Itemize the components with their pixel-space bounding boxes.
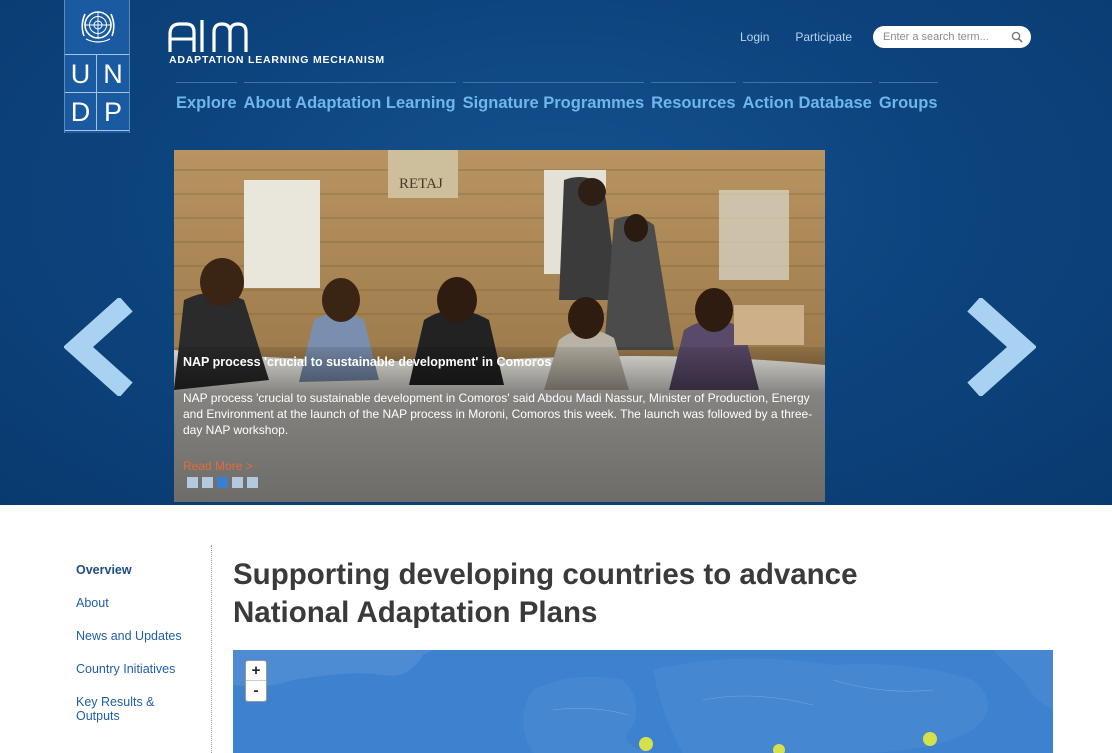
undp-letter-p: P xyxy=(97,93,129,131)
map-marker[interactable] xyxy=(923,732,937,746)
sidebar-item-news-and-updates[interactable]: News and Updates xyxy=(76,629,182,643)
sidebar-item-key-results-outputs[interactable]: Outputs xyxy=(76,709,120,723)
slide-dot-4[interactable] xyxy=(232,477,243,488)
alm-wordmark xyxy=(168,20,248,52)
undp-logo[interactable]: U N D P xyxy=(64,0,130,133)
search-input[interactable] xyxy=(883,29,1003,45)
nav-signature-programmes[interactable]: Signature Programmes xyxy=(462,82,645,113)
undp-letter-n: N xyxy=(97,55,129,93)
slider-next-arrow-icon[interactable] xyxy=(966,298,1036,396)
page-title-line-2: National Adaptation Plans xyxy=(233,596,598,629)
sidebar-divider xyxy=(211,545,212,753)
main-nav: Explore About Adaptation Learning Signat… xyxy=(176,82,938,113)
slide-dot-1[interactable] xyxy=(187,477,198,488)
sidebar-item-key-results[interactable]: Key Results & xyxy=(76,695,155,709)
map-zoom-in-button[interactable]: + xyxy=(246,661,266,681)
map-marker[interactable] xyxy=(773,744,785,753)
participate-link[interactable]: Participate xyxy=(795,30,853,44)
alm-tagline: ADAPTATION LEARNING MECHANISM xyxy=(169,54,385,66)
slide-pagination xyxy=(187,477,258,488)
nav-about-adaptation-learning[interactable]: About Adaptation Learning xyxy=(243,82,456,113)
search-icon[interactable] xyxy=(1011,31,1023,43)
slide-dot-5[interactable] xyxy=(247,477,258,488)
page-title-line-1: Supporting developing countries to advan… xyxy=(233,558,858,591)
sidebar-item-overview[interactable]: Overview xyxy=(76,563,132,577)
search-box xyxy=(873,26,1031,48)
page-title: Supporting developing countries to advan… xyxy=(233,556,1033,632)
read-more-link[interactable]: Read More > xyxy=(183,459,253,473)
map-zoom-control: + - xyxy=(245,660,267,702)
nav-groups[interactable]: Groups xyxy=(878,82,938,113)
slider-prev-arrow-icon[interactable] xyxy=(64,298,134,396)
undp-letter-u: U xyxy=(65,55,97,93)
slide-caption: NAP process 'crucial to sustainable deve… xyxy=(174,347,825,502)
country-map[interactable]: + - xyxy=(233,650,1053,753)
alm-logo[interactable]: ADAPTATION LEARNING MECHANISM xyxy=(168,18,408,68)
nav-explore[interactable]: Explore xyxy=(176,82,237,113)
slide-dot-2[interactable] xyxy=(202,477,213,488)
site-header: U N D P ADAPTATION LEARNING MECHANISM Lo… xyxy=(0,0,1112,505)
undp-letter-d: D xyxy=(65,93,97,131)
photo-sign-text: RETAJ xyxy=(399,176,443,192)
nav-action-database[interactable]: Action Database xyxy=(742,82,872,113)
map-marker[interactable] xyxy=(639,737,653,751)
slide-dot-3[interactable] xyxy=(217,477,228,488)
utility-links: Login Participate xyxy=(740,30,852,44)
sidebar-item-country-initiatives[interactable]: Country Initiatives xyxy=(76,662,176,676)
sidebar-nav: Overview About News and Updates Country … xyxy=(76,563,206,742)
un-emblem-icon xyxy=(81,11,115,43)
map-zoom-out-button[interactable]: - xyxy=(253,682,259,699)
slide-title[interactable]: NAP process 'crucial to sustainable deve… xyxy=(183,355,552,369)
map-land xyxy=(233,650,1053,753)
login-link[interactable]: Login xyxy=(740,30,770,44)
sidebar-item-about[interactable]: About xyxy=(76,596,109,610)
featured-slide[interactable]: RETAJ NAP process 'crucial to sustainabl… xyxy=(174,150,825,502)
nav-resources[interactable]: Resources xyxy=(651,82,736,113)
slide-summary: NAP process 'crucial to sustainable deve… xyxy=(183,391,813,437)
